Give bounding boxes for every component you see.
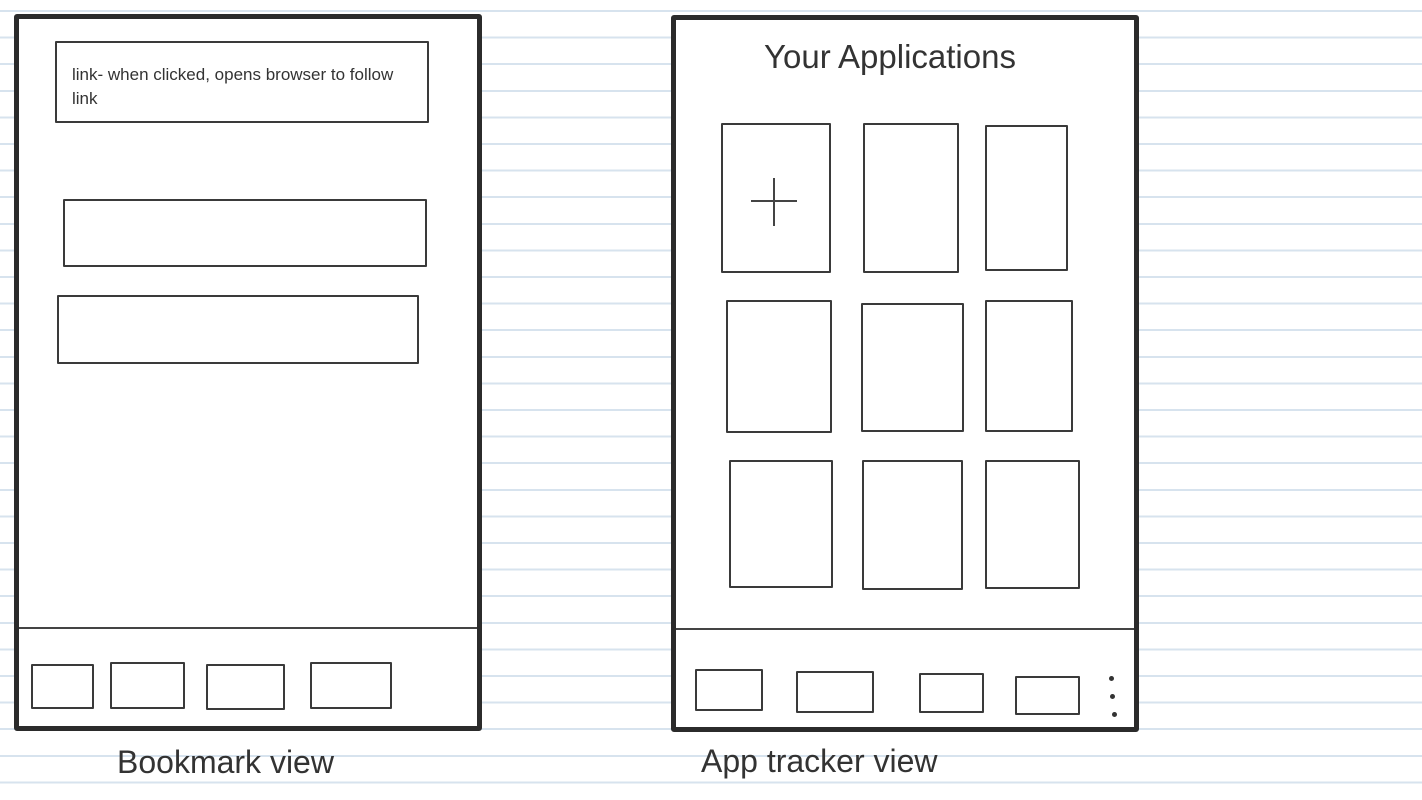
bottom-nav-button[interactable] (31, 664, 94, 709)
bottom-nav-button[interactable] (110, 662, 185, 709)
page-title: Your Applications (764, 38, 1016, 75)
bottom-nav-button[interactable] (796, 671, 874, 713)
application-tile[interactable] (985, 125, 1068, 271)
bookmark-link-text: link- when clicked, opens browser to fol… (72, 65, 394, 108)
bookmark-view-phone: link- when clicked, opens browser to fol… (14, 14, 482, 731)
application-tile[interactable] (985, 300, 1073, 432)
app-tracker-view-caption: App tracker view (701, 743, 938, 779)
vertical-dots-icon[interactable] (1106, 674, 1120, 720)
bookmark-card[interactable] (57, 295, 419, 364)
application-tile[interactable] (863, 123, 959, 273)
application-tile[interactable] (729, 460, 833, 588)
bottom-nav-divider (676, 628, 1134, 630)
application-tile[interactable] (985, 460, 1080, 589)
add-application-tile[interactable] (721, 123, 831, 273)
bottom-nav-button[interactable] (695, 669, 763, 711)
bottom-nav-divider (19, 627, 477, 629)
bottom-nav-button[interactable] (206, 664, 285, 710)
application-tile[interactable] (862, 460, 963, 590)
bottom-nav-button[interactable] (310, 662, 392, 709)
bookmark-card[interactable] (63, 199, 427, 267)
application-tile[interactable] (726, 300, 832, 433)
bookmark-view-caption: Bookmark view (117, 744, 334, 780)
app-tracker-phone: Your Applications (671, 15, 1139, 732)
bottom-nav-button[interactable] (1015, 676, 1080, 715)
bookmark-link-card[interactable]: link- when clicked, opens browser to fol… (55, 41, 429, 123)
application-tile[interactable] (861, 303, 964, 432)
bottom-nav-button[interactable] (919, 673, 984, 713)
